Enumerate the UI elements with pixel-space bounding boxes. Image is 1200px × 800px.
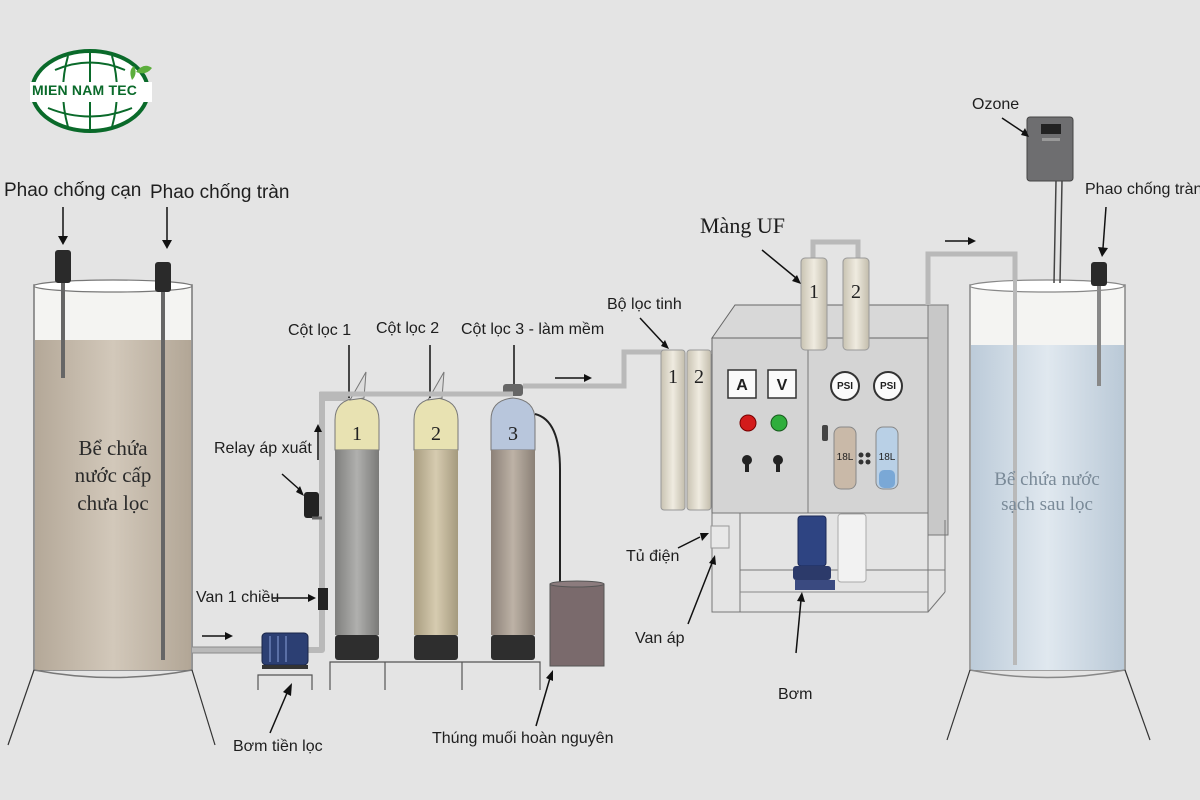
red-indicator-light (739, 414, 757, 432)
cabinet-connector-icon (858, 452, 871, 465)
clean-tank-line-1: Bể chứa nước (994, 469, 1100, 490)
voltmeter (767, 369, 797, 399)
label-panel: Tủ điện (626, 548, 680, 565)
label-fine-filter: Bộ lọc tinh (607, 296, 682, 313)
label-uf-membrane: Màng UF (700, 213, 785, 238)
clean-water-tank (946, 279, 1151, 741)
filter-column-1 (334, 371, 380, 660)
logo-text: MIEN NAM TEC (32, 82, 138, 98)
logo (30, 49, 152, 133)
column-stand (329, 661, 541, 690)
salt-tank (549, 580, 605, 667)
voltmeter-label: V (776, 377, 788, 394)
flow-arrow-2 (555, 374, 592, 382)
uf-2-number: 2 (851, 281, 861, 303)
logo-band (30, 82, 152, 102)
feed-pipe-outline (192, 646, 262, 654)
pressure-relay (281, 473, 322, 520)
float-switch-low (55, 250, 71, 378)
arrow-pre-pump (269, 683, 292, 734)
pressure-gauge-1 (830, 371, 860, 401)
flow-arrow-1 (202, 632, 233, 640)
raw-tank-line-1: Bể chứa (78, 436, 148, 460)
column-1-number: 1 (352, 423, 362, 445)
logo-leaf-icon (130, 65, 152, 80)
label-check-valve: Van 1 chiều (196, 589, 280, 606)
filter-housing-2 (875, 426, 899, 490)
column-2-number: 2 (431, 423, 441, 445)
raw-tank-label: Bể chứa nước cấp chưa lọc (38, 435, 188, 517)
label-float-low: Phao chống cạn (4, 180, 142, 201)
arrow-salt-tank (535, 670, 553, 727)
label-column-1: Cột lọc 1 (288, 322, 352, 339)
filter-column-3 (490, 384, 536, 660)
green-indicator-light (770, 414, 788, 432)
fine-filter-1-number: 1 (668, 366, 678, 388)
pump-stand (257, 674, 313, 690)
label-pressure-valve: Van áp (635, 630, 685, 647)
top-pipe (319, 349, 666, 398)
float-switch-overflow-left (155, 262, 171, 660)
label-pre-pump: Bơm tiền lọc (233, 738, 323, 755)
filter-housing-1 (833, 426, 857, 490)
arrows-floats-left (58, 207, 172, 249)
label-column-2: Cột lọc 2 (376, 320, 440, 337)
uf-1-number: 1 (809, 281, 819, 303)
fine-filter (639, 317, 730, 511)
column-3-number: 3 (508, 423, 518, 445)
label-salt-tank: Thúng muối hoàn nguyên (432, 730, 614, 747)
label-relay: Relay áp xuất (214, 440, 312, 457)
selector-switches (742, 455, 783, 472)
flow-arrow-up (314, 424, 322, 460)
label-float-overflow-right: Phao chống tràn (1085, 181, 1200, 198)
filter-housing-2-label: 18L (878, 452, 896, 463)
column-arrows (348, 345, 515, 398)
ammeter-label: A (736, 377, 748, 394)
raw-tank-line-3: chưa lọc (77, 490, 149, 515)
label-pump: Bơm (778, 686, 813, 703)
uf-membranes (761, 239, 870, 351)
filter-housing-1-label: 18L (836, 452, 854, 463)
label-column-3: Cột lọc 3 - làm mềm (461, 321, 605, 338)
clean-tank-label: Bể chứa nước sạch sau lọc (972, 468, 1122, 517)
panel-pointers (677, 525, 730, 625)
raw-tank-line-2: nước cấp (74, 463, 152, 488)
fine-filter-2-number: 2 (694, 366, 704, 388)
check-valve (272, 588, 328, 610)
clean-tank-line-2: sạch sau lọc (1001, 493, 1093, 515)
label-ozone: Ozone (972, 96, 1020, 113)
cabinet-knob (822, 425, 828, 441)
pressure-gauge-2 (873, 371, 903, 401)
pressure-gauge-1-label: PSI (836, 381, 854, 392)
float-switch-overflow-right (1091, 206, 1108, 386)
filter-column-2 (413, 371, 459, 660)
main-pump (793, 513, 867, 654)
brine-line (534, 413, 561, 585)
pressure-gauge-2-label: PSI (879, 381, 897, 392)
feed-pipe (192, 392, 350, 653)
ozone-generator (1001, 116, 1074, 284)
ammeter (727, 369, 757, 399)
label-float-overflow-left: Phao chống tràn (150, 182, 290, 203)
pre-filter-pump (261, 632, 309, 669)
flow-arrow-3 (945, 237, 976, 245)
